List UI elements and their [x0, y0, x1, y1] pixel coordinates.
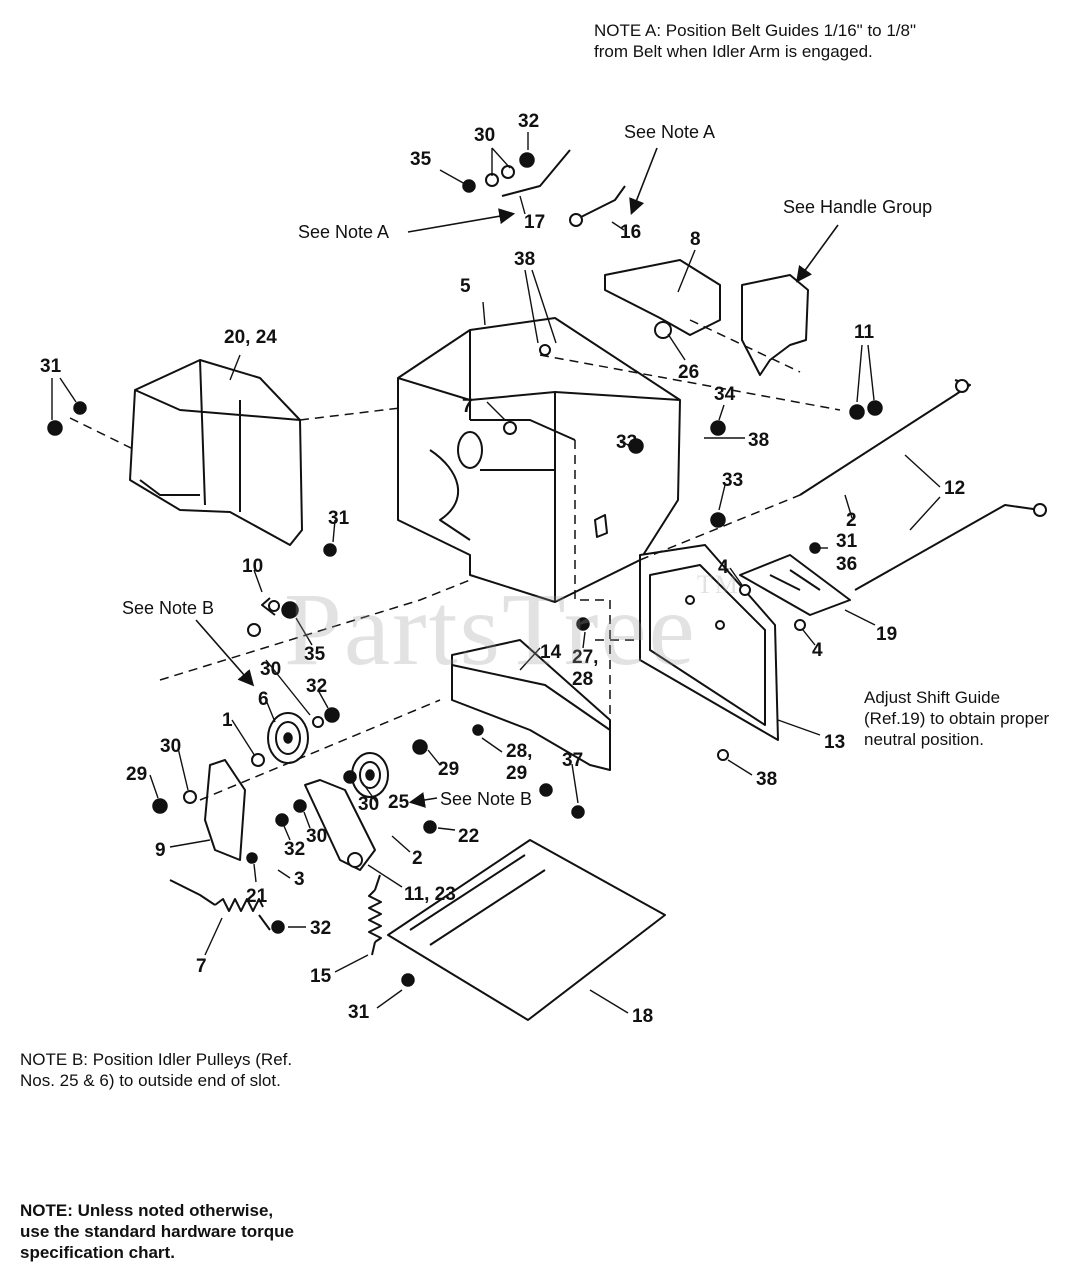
part-label-37: 37: [562, 750, 583, 771]
part-label-31: 31: [348, 1002, 370, 1023]
part-label-30: 30: [474, 125, 495, 146]
part-label-29: 29: [438, 759, 459, 780]
see-note-a-top: See Note A: [624, 122, 715, 142]
part-label-33: 33: [616, 432, 637, 453]
see-note-b-left: See Note B: [122, 598, 214, 618]
part-label-12: 12: [944, 478, 965, 499]
part-label-18: 18: [632, 1006, 653, 1027]
part-label-5: 5: [460, 276, 471, 297]
part-label-17: 17: [524, 212, 545, 233]
part-label-38: 38: [748, 430, 769, 451]
part-label-14: 14: [540, 642, 562, 663]
note-a: NOTE A: Position Belt Guides 1/16" to 1/…: [594, 21, 917, 61]
part-label-36: 36: [836, 554, 857, 575]
leader-lines: [51, 132, 941, 1014]
part-label-9: 9: [155, 840, 166, 861]
part-label-32: 32: [284, 839, 305, 860]
part-label-10: 10: [242, 556, 263, 577]
housing-part-5: [397, 317, 681, 603]
part-label-34: 34: [714, 384, 736, 405]
part-label-30: 30: [260, 659, 281, 680]
belt-cover-part-20-24: [129, 359, 303, 546]
part-label-7: 7: [462, 396, 473, 417]
part-label-38: 38: [514, 249, 535, 270]
spring-part-7: [169, 879, 271, 931]
bottom-plate-part-18: [387, 839, 666, 1021]
general-torque-note: NOTE: Unless noted otherwise, use the st…: [20, 1201, 294, 1262]
part-label-4: 4: [812, 640, 823, 661]
part-label-26: 26: [678, 362, 699, 383]
idler-arm-part-9: [204, 759, 246, 861]
part-label-32: 32: [310, 918, 331, 939]
part-label-2: 2: [846, 510, 857, 531]
part-label-16: 16: [620, 222, 641, 243]
part-label-27-28: 28: [572, 669, 593, 690]
part-label-25: 25: [388, 792, 410, 813]
part-label-31: 31: [40, 356, 62, 377]
watermark-trademark: TM: [696, 570, 740, 599]
idler-pulley-part-25: [351, 752, 389, 798]
watermark-text: PartsTree: [284, 572, 697, 687]
part-label-13: 13: [824, 732, 845, 753]
shift-guide-part-19: [739, 554, 851, 616]
part-label-31: 31: [328, 508, 350, 529]
handle-group-bracket: [741, 274, 809, 376]
part-label-22: 22: [458, 826, 479, 847]
part-label-3: 3: [294, 869, 305, 890]
part-label-32: 32: [306, 676, 327, 697]
part-label-2: 2: [412, 848, 423, 869]
part-label-8: 8: [690, 229, 701, 250]
shift-guide-note: Adjust Shift Guide (Ref.19) to obtain pr…: [864, 688, 1050, 749]
part-label-15: 15: [310, 966, 332, 987]
part-label-27-28: 27,: [572, 647, 598, 668]
part-label-20-24: 20, 24: [224, 327, 277, 348]
part-label-28-29: 29: [506, 763, 527, 784]
part-label-19: 19: [876, 624, 897, 645]
part-label-1: 1: [222, 710, 233, 731]
spring-part-15: [368, 874, 382, 956]
part-label-4: 4: [718, 557, 729, 578]
part-label-30: 30: [358, 794, 379, 815]
part-label-38: 38: [756, 769, 777, 790]
part-label-31: 31: [836, 531, 858, 552]
part-label-28-29: 28,: [506, 741, 532, 762]
part-label-11: 11: [854, 322, 875, 343]
part-number-labels: 35 30 32 17 16 8 38 5 20, 24 31 11 7 26 …: [40, 111, 965, 1027]
part-label-33: 33: [722, 470, 743, 491]
part-label-30: 30: [160, 736, 181, 757]
part-label-35: 35: [410, 149, 432, 170]
part-label-6: 6: [258, 689, 269, 710]
part-label-11-23: 11, 23: [404, 884, 456, 905]
see-note-b-mid: See Note B: [440, 789, 532, 809]
parts-tree-watermark: PartsTreeTM: [284, 570, 740, 689]
part-label-21: 21: [246, 886, 268, 907]
idler-arm-part-11-23: [304, 779, 376, 871]
shift-rods-part-12: [799, 379, 1047, 591]
part-label-32: 32: [518, 111, 539, 132]
see-handle-group: See Handle Group: [783, 197, 932, 217]
note-b: NOTE B: Position Idler Pulleys (Ref. Nos…: [20, 1050, 293, 1090]
assembly-lines: [69, 319, 841, 801]
part-label-30: 30: [306, 826, 327, 847]
part-label-29: 29: [126, 764, 147, 785]
part-label-7: 7: [196, 956, 207, 977]
see-note-a-left: See Note A: [298, 222, 389, 242]
bracket-part-8: [604, 259, 721, 339]
part-label-35: 35: [304, 644, 326, 665]
reference-callouts: See Note A See Note A See Handle Group S…: [122, 122, 932, 809]
